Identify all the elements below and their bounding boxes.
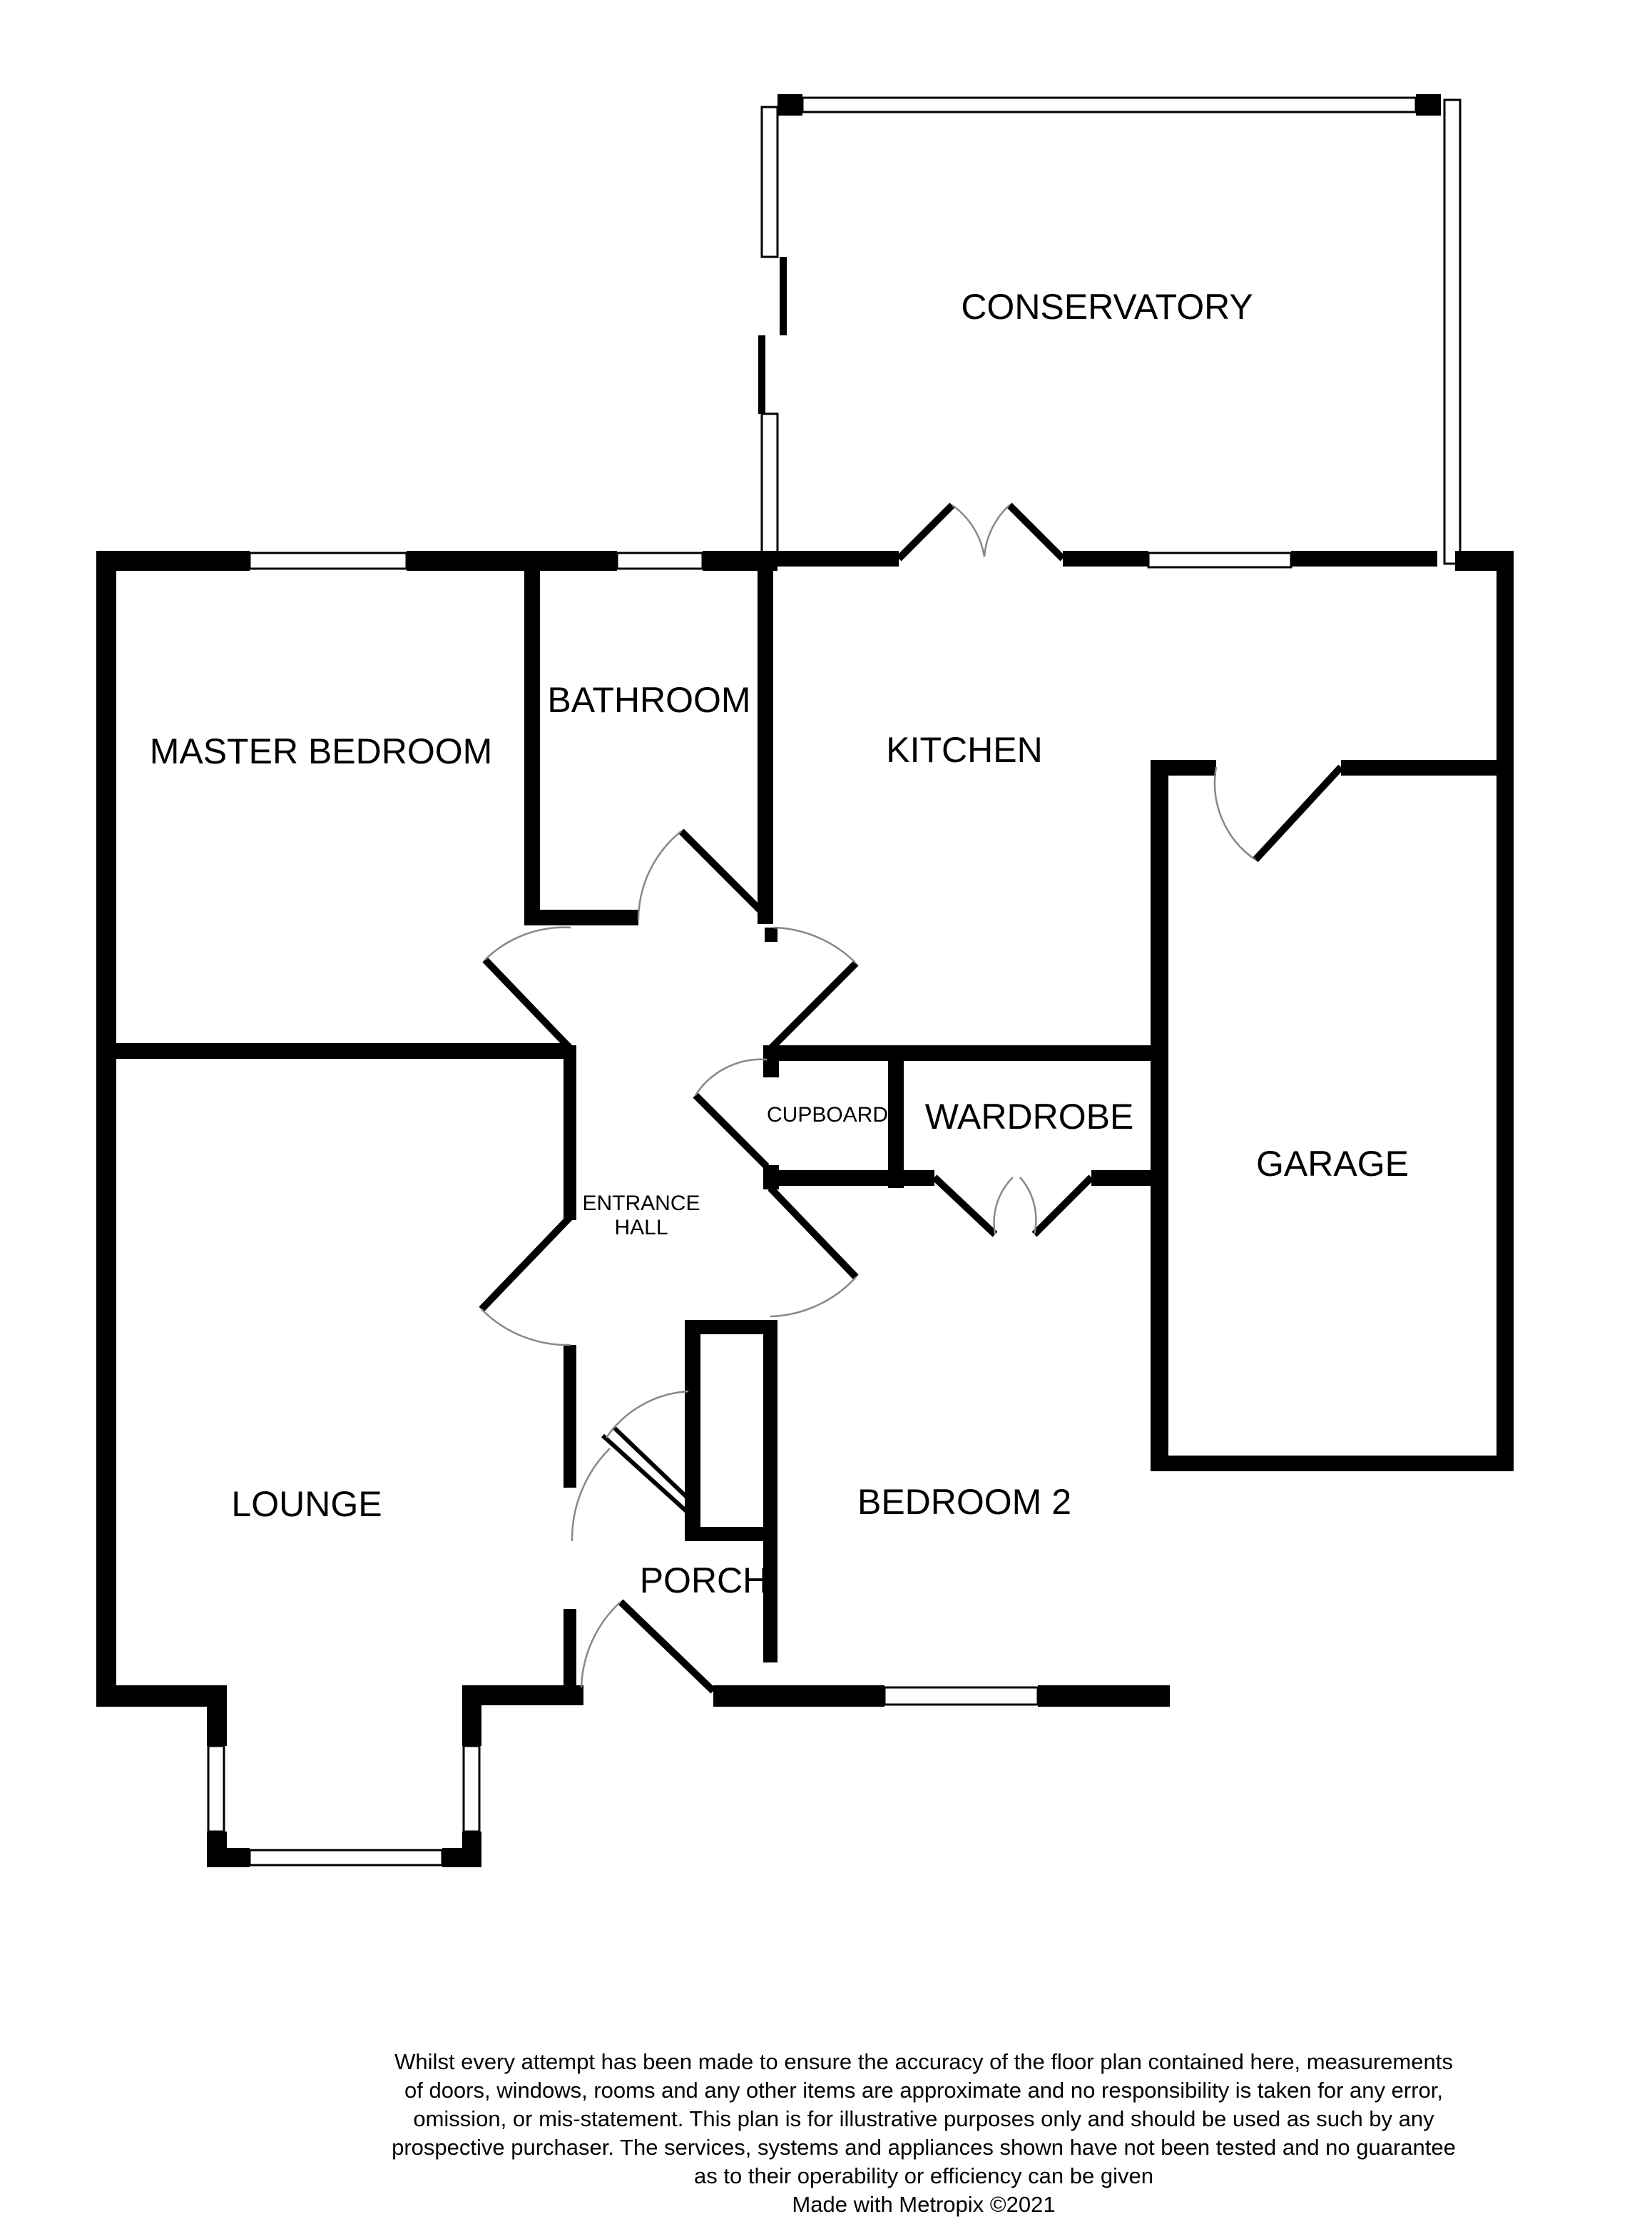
disclaimer: Whilst every attempt has been made to en…	[264, 2048, 1584, 2219]
garage-walls	[1151, 551, 1514, 1471]
lounge-walls	[96, 551, 583, 1867]
bedroom-2-label: BEDROOM 2	[857, 1482, 1071, 1522]
garage-label: GARAGE	[1256, 1144, 1409, 1184]
entrance-hall-label-line1: ENTRANCE	[582, 1192, 700, 1215]
room-labels: CONSERVATORY MASTER BEDROOM BATHROOM KIT…	[150, 287, 1409, 1600]
master-bedroom-label: MASTER BEDROOM	[150, 731, 493, 771]
disclaimer-line: of doors, windows, rooms and any other i…	[404, 2078, 1443, 2103]
porch-inner-door	[601, 1390, 698, 1518]
cupboard-label: CUPBOARD	[767, 1103, 888, 1127]
disclaimer-line: prospective purchaser. The services, sys…	[392, 2135, 1456, 2160]
entrance-hall-label-line2: HALL	[614, 1216, 668, 1239]
wardrobe-label: WARDROBE	[925, 1097, 1134, 1137]
conservatory-label: CONSERVATORY	[961, 287, 1253, 327]
disclaimer-line: as to their operability or efficiency ca…	[694, 2163, 1153, 2188]
kitchen-label: KITCHEN	[886, 730, 1042, 770]
credit: Made with Metropix ©2021	[792, 2192, 1056, 2217]
lounge-label: LOUNGE	[231, 1484, 382, 1524]
porch-label: PORCH	[640, 1560, 769, 1600]
top-walls	[96, 551, 1514, 571]
doors	[479, 502, 1344, 1694]
disclaimer-line: Whilst every attempt has been made to en…	[394, 2049, 1453, 2074]
bathroom-label: BATHROOM	[547, 680, 750, 720]
interior-walls	[114, 567, 1170, 1707]
conservatory-walls	[758, 94, 1462, 565]
disclaimer-line: omission, or mis-statement. This plan is…	[413, 2106, 1434, 2131]
